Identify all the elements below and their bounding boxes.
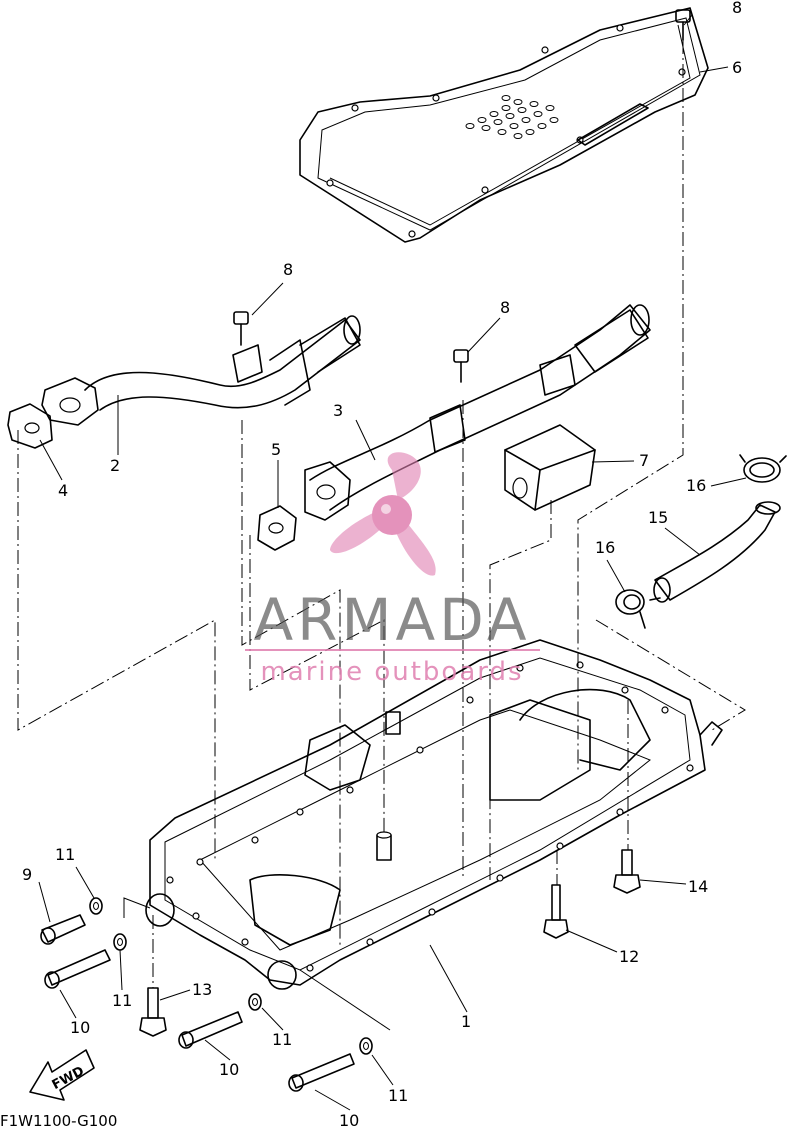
fwd-arrow: FWD <box>29 1049 95 1101</box>
gasket-part-4[interactable] <box>7 403 53 449</box>
clamp-part-16-lower[interactable] <box>615 589 661 629</box>
bolt-part-8-top[interactable] <box>675 9 691 41</box>
washer-part-11-b[interactable] <box>113 933 127 951</box>
callout-16-upper: 16 <box>686 476 706 495</box>
pipe-part-3[interactable] <box>304 304 651 521</box>
bolt-part-9[interactable] <box>40 914 86 945</box>
gasket-part-5[interactable] <box>257 505 297 551</box>
armada-watermark: ARMADA marine outboards <box>245 452 540 687</box>
alignment-lines <box>17 40 746 1031</box>
callout-12: 12 <box>619 947 639 966</box>
callout-13: 13 <box>192 980 212 999</box>
callout-10-a: 10 <box>70 1018 90 1037</box>
callout-15: 15 <box>648 508 668 527</box>
callouts: 1 2 3 4 5 6 7 8 8 8 9 10 10 10 11 11 11 … <box>22 0 742 1130</box>
callout-5: 5 <box>271 440 281 459</box>
callout-6: 6 <box>732 58 742 77</box>
watermark-brand: ARMADA <box>253 586 530 654</box>
callout-4: 4 <box>58 481 68 500</box>
bolt-part-8-right[interactable] <box>453 349 469 383</box>
propeller-logo <box>330 452 436 576</box>
bolt-part-13[interactable] <box>139 987 167 1037</box>
washer-part-11-a[interactable] <box>89 897 103 915</box>
callout-2: 2 <box>110 456 120 475</box>
callout-1: 1 <box>461 1012 471 1031</box>
washer-part-11-c[interactable] <box>248 993 262 1011</box>
fwd-label: FWD <box>50 1064 87 1093</box>
leader-lines <box>38 14 747 1111</box>
callout-8-right: 8 <box>500 298 510 317</box>
callout-8-top: 8 <box>732 0 742 17</box>
diagram-code: F1W1100-G100 <box>0 1112 117 1127</box>
washer-part-11-d[interactable] <box>359 1037 373 1055</box>
bolt-part-10-b[interactable] <box>178 1011 243 1049</box>
callout-8-left: 8 <box>283 260 293 279</box>
callout-11-a: 11 <box>55 845 75 864</box>
callout-10-c: 10 <box>339 1111 359 1127</box>
oil-pan-part-1[interactable] <box>145 639 723 990</box>
callout-14: 14 <box>688 877 708 896</box>
callout-11-c: 11 <box>272 1030 292 1049</box>
callout-7: 7 <box>639 451 649 470</box>
clamp-part-16-upper[interactable] <box>739 454 787 483</box>
callout-16-lower: 16 <box>595 538 615 557</box>
callout-9: 9 <box>22 865 32 884</box>
bolt-part-10-c[interactable] <box>288 1053 355 1092</box>
bolt-part-8-left[interactable] <box>233 311 249 346</box>
bolt-part-12[interactable] <box>543 884 569 939</box>
watermark-tagline: marine outboards <box>260 657 523 687</box>
pipe-part-2[interactable] <box>41 315 361 426</box>
bolt-part-14[interactable] <box>613 849 641 894</box>
bracket-part-7[interactable] <box>504 424 596 511</box>
hose-part-15[interactable] <box>653 501 781 603</box>
callout-10-b: 10 <box>219 1060 239 1079</box>
bolt-part-10-a[interactable] <box>44 949 111 989</box>
callout-3: 3 <box>333 401 343 420</box>
callout-11-d: 11 <box>388 1086 408 1105</box>
callout-11-b: 11 <box>112 991 132 1010</box>
cover-plate-part-6[interactable] <box>299 7 709 243</box>
